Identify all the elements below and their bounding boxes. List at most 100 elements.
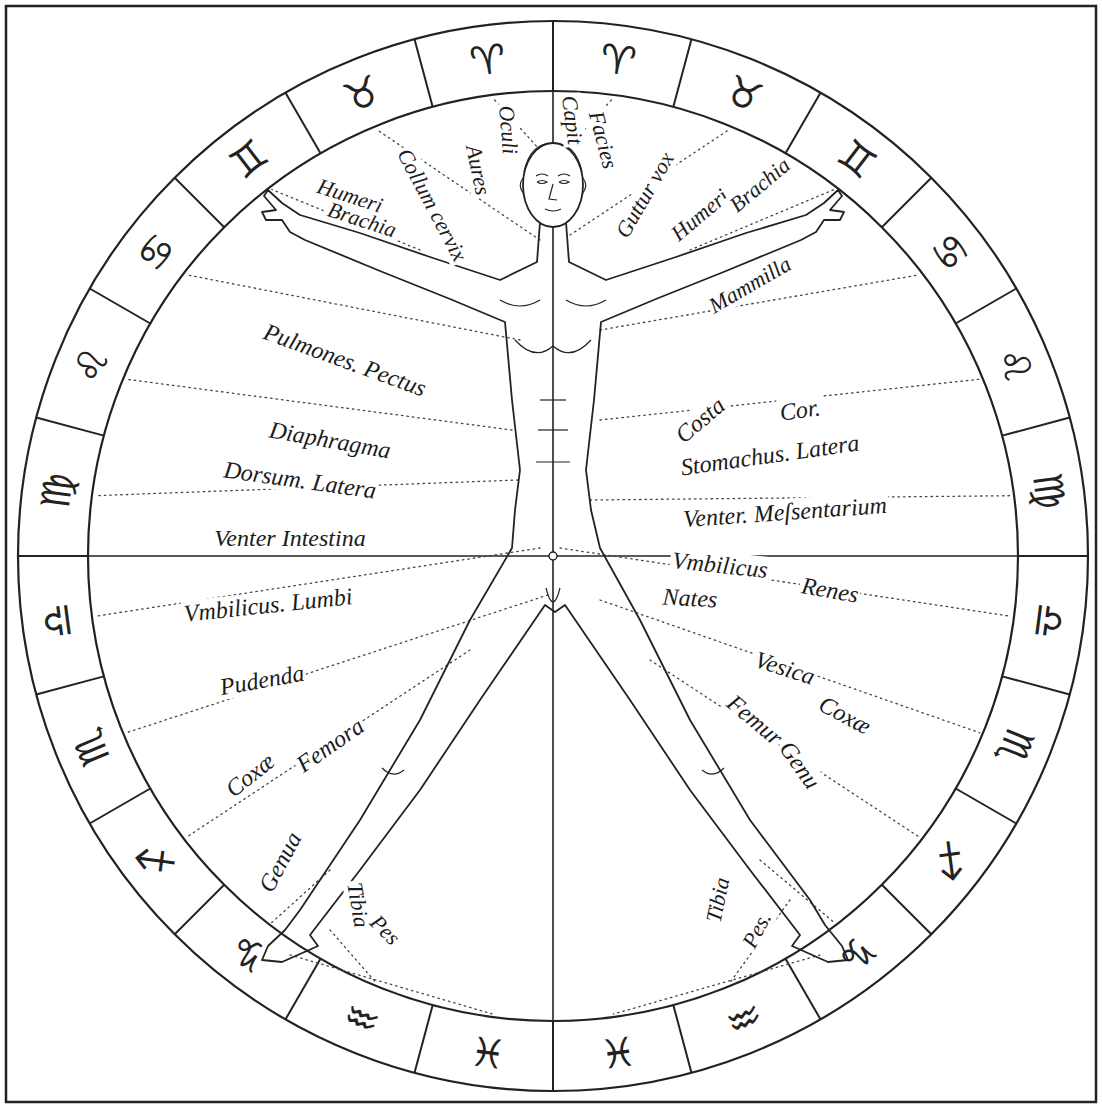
head [523,143,583,227]
zodiac-sign: ♋ [921,223,979,280]
ring-divider [882,178,931,227]
body-part-label: Costa [669,391,732,449]
figure-detail [515,340,591,353]
ring-divider [175,178,224,227]
body-part-label: Oculi [494,103,523,158]
ring-divider [882,885,931,934]
zodiac-sign: ♈ [596,37,641,84]
body-part-label: Tibia [701,873,735,926]
ring-divider [1018,555,1088,557]
zodiac-sign: ♐ [128,832,186,889]
zodiac-sign: ♈ [465,37,510,84]
ring-divider [956,289,1017,324]
ring-divider [1002,676,1070,694]
body-part-label: Genu [773,735,826,796]
zodiac-sign: ♎ [34,599,81,644]
body-part-label: Coxæ [813,690,877,741]
ring-divider [956,789,1017,824]
leader-line [126,379,512,430]
leader-line [186,650,470,837]
figure-detail [549,184,557,200]
human-figure [262,190,848,962]
ring-divider [786,959,821,1020]
ring-circle [88,91,1018,1021]
body-part-label: Venter. Meſsentarium [680,492,889,532]
figure-detail [702,768,724,774]
leader-line [330,930,376,983]
ring-divider [673,39,691,107]
ring-divider [90,289,151,324]
ring-circle [18,21,1088,1091]
figure-detail [382,768,404,774]
body-part-label: Femora [290,711,370,778]
body-part-label: Collum cervix [391,143,472,267]
zodiac-sign: ♒ [335,991,388,1045]
zodiac-sign: ♍ [34,468,81,513]
zodiac-sign: ♊ [829,131,886,189]
figure-detail [536,461,570,462]
leader-line [560,548,1011,616]
body-part-label: Nates [660,583,720,612]
body-part-label: Humeri [665,183,735,247]
navel-center [549,552,557,560]
ring-divider [175,885,224,934]
ring-divider [286,93,321,154]
body-part-label: Venter Intestina [212,525,367,551]
zodiac-sign: ♉ [335,67,388,121]
leader-line [290,955,493,1014]
body-part-label: Genua [253,826,308,898]
body-part-label: Mammilla [703,251,797,319]
figure-detail [559,181,569,184]
ring-divider [90,789,151,824]
figure-detail [520,178,524,194]
body-part-label: Renes [798,572,863,608]
ring-divider [18,555,88,557]
body-part-label: Coxæ [219,747,281,804]
body-part-label: Aures [461,141,496,199]
ring-divider [552,21,554,91]
figure-detail [558,174,570,176]
frame [6,6,1096,1102]
ring-divider [673,1005,691,1073]
body-part-label: Vesica [750,646,820,691]
body-part-label: Pes. [737,906,778,954]
body-part-label: Diaphragma [265,416,394,464]
figure-detail [545,209,561,211]
body-part-label: Femur [721,688,790,752]
zodiac-sign: ♏ [64,721,118,774]
ring-divider [786,93,821,154]
zodiac-sign: ♓ [596,1028,641,1075]
body-part-label: Dorsum. Latera [220,456,379,504]
zodiac-sign: ♌ [64,338,118,391]
zodiac-sign: ♑ [220,924,277,982]
zodiac-sign: ♋ [128,223,186,280]
body-part-label: Capit [556,92,587,148]
body-part-label: Facies [583,107,622,174]
zodiac-sign: ♏ [988,721,1042,774]
figure-detail [540,399,566,400]
body-part-label: Stomachus. Latera [677,429,863,480]
zodiac-sign: ♍ [1025,468,1072,513]
figure-detail [566,300,606,306]
figure-detail [546,588,560,602]
zodiac-sign: ♎ [1025,599,1072,644]
leader-line [730,900,790,983]
body-part-label: Vmbilicus. Lumbi [180,583,355,627]
ring-divider [36,676,104,694]
zodiac-sign: ♌ [988,338,1042,391]
body-part-label: Pulmones. Pectus [259,318,432,402]
figure-detail [582,178,586,194]
zodiac-sign: ♑ [829,924,886,982]
figure-detail [538,429,568,430]
figure-detail [536,174,548,176]
zodiac-sign: ♒ [718,991,771,1045]
zodiac-sign: ♉ [718,67,771,121]
body-part-label: Pudenda [216,659,308,700]
body-part-label: Vmbilicus [669,547,771,583]
leader-line [760,860,834,923]
leader-line [600,600,980,733]
figure-detail [524,143,582,172]
ring-divider [36,418,104,436]
